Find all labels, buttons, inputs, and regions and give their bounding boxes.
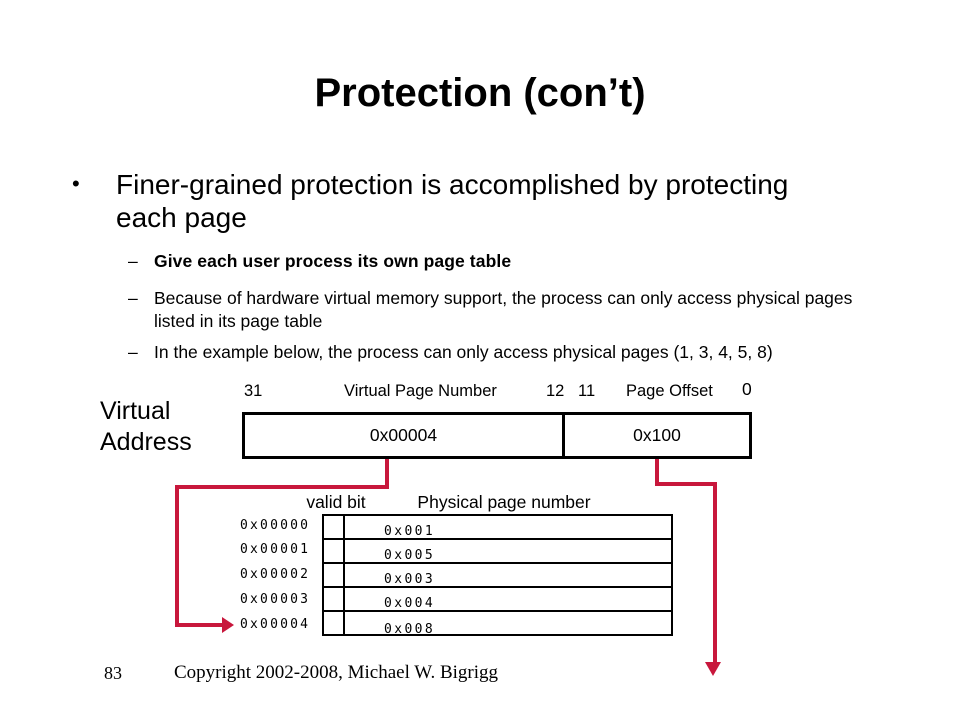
page-table-row-index: 0x00001	[240, 542, 311, 557]
sub-bullet-2-text: Because of hardware virtual memory suppo…	[154, 288, 853, 331]
sub-bullet-1: – Give each user process its own page ta…	[128, 250, 873, 273]
vpn-value-cell: 0x00004	[245, 415, 565, 456]
valid-bit-cell	[324, 540, 345, 562]
table-row: 0x005	[324, 540, 671, 564]
dash-marker: –	[128, 288, 138, 308]
page-table: 0x001 0x005 0x003 0x004 0x008	[322, 514, 673, 637]
bullet-level1-text: Finer-grained protection is accomplished…	[116, 169, 789, 234]
valid-bit-cell	[324, 588, 345, 610]
physical-page-number-cell: 0x008	[384, 622, 436, 637]
valid-bit-cell	[324, 612, 345, 636]
page-offset-arrow-segment	[655, 459, 659, 486]
valid-bit-cell	[324, 564, 345, 586]
sub-bullet-3-text: In the example below, the process can on…	[154, 342, 773, 362]
physical-page-number-cell: 0x004	[384, 596, 436, 611]
vpn-arrow-segment	[175, 623, 225, 627]
bit-label-12: 12	[546, 382, 565, 400]
page-offset-arrowhead-icon	[705, 662, 721, 676]
page-table-row-index: 0x00003	[240, 592, 311, 607]
table-row: 0x004	[324, 588, 671, 612]
bullet-marker: •	[72, 171, 80, 196]
page-table-row-index: 0x00004	[240, 617, 311, 632]
bullet-level1: • Finer-grained protection is accomplish…	[72, 168, 832, 234]
dash-marker: –	[128, 251, 138, 271]
page-offset-field-title: Page Offset	[626, 382, 713, 400]
virtual-address-label-line2: Address	[100, 427, 192, 456]
dash-marker: –	[128, 342, 138, 362]
page-table-row-index: 0x00000	[240, 518, 311, 533]
page-offset-arrow-segment	[655, 482, 717, 486]
sub-bullet-3: – In the example below, the process can …	[128, 341, 873, 364]
table-row: 0x008	[324, 612, 671, 637]
page-table-header-physical-page-number: Physical page number	[417, 492, 591, 512]
vpn-arrow-segment	[385, 459, 389, 488]
virtual-address-label-line1: Virtual	[100, 397, 171, 425]
table-row: 0x003	[324, 564, 671, 588]
page-table-row-index: 0x00002	[240, 567, 311, 582]
bit-label-31: 31	[244, 382, 263, 400]
bit-label-11: 11	[578, 382, 596, 400]
vpn-arrow-segment	[175, 485, 389, 489]
page-table-header-valid-bit: valid bit	[306, 492, 366, 512]
valid-bit-cell	[324, 516, 345, 538]
virtual-address-box: 0x00004 0x100	[242, 412, 752, 459]
page-offset-arrow-segment	[713, 482, 717, 666]
physical-page-number-cell: 0x005	[384, 548, 436, 563]
bit-label-0: 0	[742, 379, 752, 399]
physical-page-number-cell: 0x001	[384, 524, 436, 539]
copyright-notice: Copyright 2002-2008, Michael W. Bigrigg	[174, 662, 499, 683]
page-offset-value-cell: 0x100	[633, 425, 681, 445]
physical-page-number-cell: 0x003	[384, 572, 436, 587]
virtual-address-label: Virtual Address	[100, 396, 240, 457]
vpn-arrowhead-icon	[222, 617, 234, 633]
sub-bullet-1-text: Give each user process its own page tabl…	[154, 251, 512, 271]
page-title: Protection (con’t)	[314, 71, 646, 115]
vpn-field-title: Virtual Page Number	[344, 382, 497, 400]
slide-number: 83	[104, 663, 122, 683]
vpn-arrow-segment	[175, 485, 179, 627]
sub-bullet-2: – Because of hardware virtual memory sup…	[128, 287, 873, 333]
table-row: 0x001	[324, 516, 671, 540]
